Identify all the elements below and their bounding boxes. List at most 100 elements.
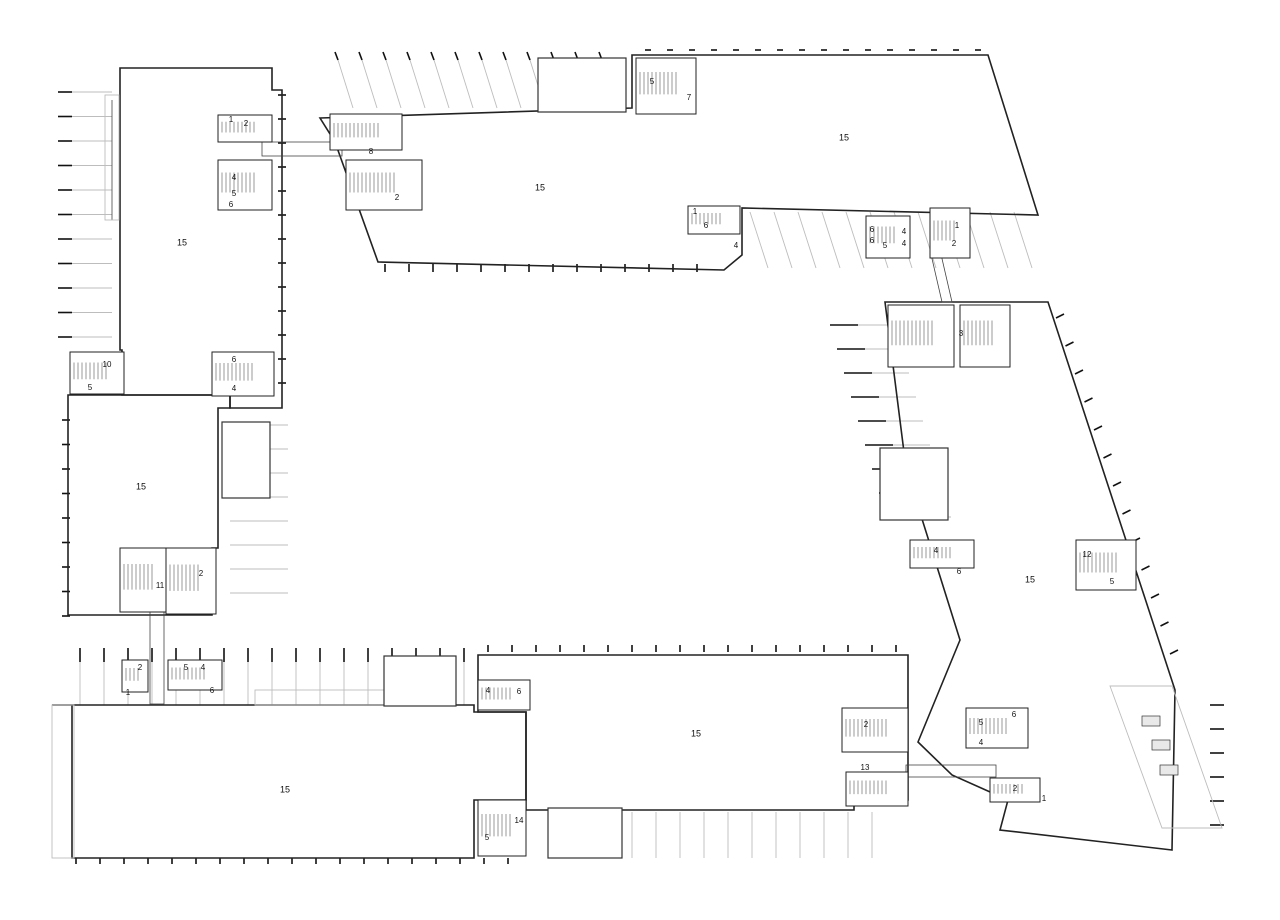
ghost-line [821,211,841,269]
room-label: 3 [959,329,964,338]
service-core [477,679,531,711]
room-label: 5 [184,663,189,672]
room-label: 2 [864,720,869,729]
room-labels: 1 2 4 5 6 8 2 6 4 1 5 7 6 4 6 5 4 1 2 3 … [88,77,1115,842]
facade-fin [1074,369,1084,375]
room-label: 2 [952,239,957,248]
room-label: 6 [1012,710,1017,719]
service-cores [69,57,1137,857]
facade-fin [1093,425,1103,431]
room-label: 1 [126,688,131,697]
zone-label-left-lower: 15 [136,481,146,491]
facade-fin [478,51,483,61]
ghost-line [457,59,474,109]
facade-fin [1084,397,1093,403]
ghost-line [773,211,793,269]
service-core [211,351,275,397]
facade-fin [1122,509,1131,515]
room-label: 5 [88,383,93,392]
room-label: 6 [870,236,875,245]
room-label: 6 [704,221,709,230]
facade-fin [382,51,387,61]
room-label: 4 [979,738,984,747]
service-core [217,159,273,211]
zone-label-right: 15 [1025,574,1035,584]
room-label: 2 [244,119,249,128]
facade-fin [358,51,363,61]
room-label: 1 [1042,794,1047,803]
room-label: 5 [232,189,237,198]
service-core [217,114,273,143]
facade-fin [430,51,435,61]
facade-fin [526,51,531,61]
room-label: 12 [1083,550,1092,559]
room-label: 5 [650,77,655,86]
courtyard-void-bottom [383,655,457,707]
zone-label-left-upper: 15 [177,237,187,247]
wing-top [318,54,1040,271]
room-label: 13 [861,763,870,772]
facade-fin [1065,341,1074,347]
wing-bottom-left [51,689,527,859]
room-label: 14 [515,816,524,825]
ghost-line [409,59,426,109]
room-label: 2 [395,193,400,202]
service-core [865,215,911,259]
service-core [121,659,149,693]
room-label: 5 [883,241,888,250]
room-label: 7 [687,93,692,102]
zone-labels: 15 15 15 15 15 15 15 [136,132,1035,794]
room-label: 4 [232,173,237,182]
service-core [841,707,909,753]
room-label: 6 [232,355,237,364]
service-core [989,777,1041,803]
facade-fin [334,51,339,61]
room-label: 5 [485,833,490,842]
room-label: 4 [486,686,491,695]
room-label: 1 [955,221,960,230]
service-core [1075,539,1137,591]
facade-fin [1160,621,1169,627]
facade-fin [1055,313,1065,319]
service-core [167,659,223,691]
ghost-line [1013,211,1033,269]
facade-fin [1169,649,1179,655]
service-core [845,771,909,807]
room-label: 2 [1013,784,1018,793]
zone-label-bottom-middle: 15 [691,728,701,738]
room-label: 6 [210,686,215,695]
facade-fin [454,51,459,61]
wing-bottom-middle [383,654,909,859]
facade-fin [1103,453,1112,459]
room-label: 6 [957,567,962,576]
ghost-line [989,211,1009,269]
service-core [959,304,1011,368]
ghost-line [917,211,937,269]
facade-fin [406,51,411,61]
room-label: 2 [138,663,143,672]
room-label: 4 [902,227,907,236]
wing-right [879,301,1223,851]
room-label: 4 [934,546,939,555]
ghost-line [385,59,402,109]
service-core [687,205,741,235]
zone-label-bottom-left: 15 [280,784,290,794]
ghost-line [845,211,865,269]
facade-fin [1141,565,1150,571]
ghost-line [433,59,450,109]
room-label: 2 [199,569,204,578]
courtyard-void-bottom-2 [547,807,623,859]
room-label: 6 [517,687,522,696]
ghost-line [337,59,354,109]
facade-fin [1150,593,1160,599]
room-label: 4 [734,241,739,250]
courtyard-void-top [537,57,627,113]
service-core [887,304,955,368]
room-label: 4 [232,384,237,393]
room-label: 10 [103,360,112,369]
service-core [165,547,217,615]
service-core [345,159,423,211]
room-label: 1 [693,207,698,216]
zone-label-top-left: 15 [535,182,545,192]
